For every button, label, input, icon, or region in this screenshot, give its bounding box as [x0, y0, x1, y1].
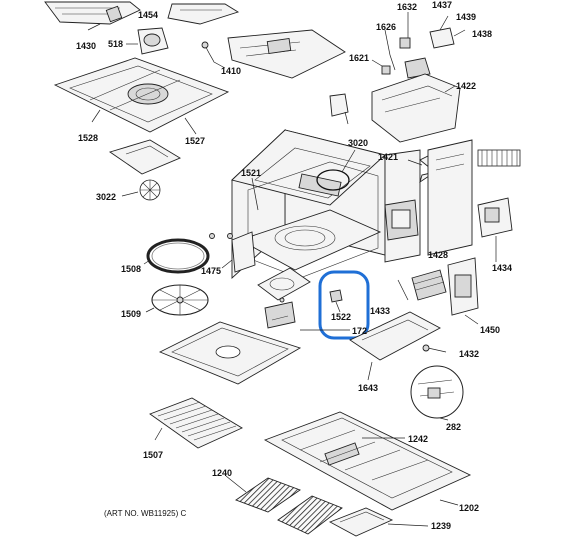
- part-group-top-left: [44, 1, 240, 69]
- callout-1239: 1239: [431, 521, 451, 531]
- callout-1240: 1240: [212, 468, 232, 478]
- callout-1522: 1522: [331, 312, 351, 322]
- callout-3020: 3020: [348, 138, 368, 148]
- callout-1433: 1433: [370, 306, 390, 316]
- part-top-vent-panel: [227, 29, 346, 79]
- part-plate-small: [108, 139, 181, 175]
- part-bracket-1450: [447, 257, 479, 325]
- part-outer-case-top: [53, 57, 230, 135]
- callout-1527: 1527: [185, 136, 205, 146]
- callout-282: 282: [446, 422, 461, 432]
- part-oven-rack: [149, 397, 243, 449]
- callout-labels: 1454 1430 518 1410 1632 1437 1439 1438 1…: [76, 0, 512, 531]
- callout-1432: 1432: [459, 349, 479, 359]
- callout-1621: 1621: [349, 53, 369, 63]
- callout-1643: 1643: [358, 383, 378, 393]
- callout-518: 518: [108, 39, 123, 49]
- callout-1410: 1410: [221, 66, 241, 76]
- part-door-switch: [477, 197, 513, 262]
- part-turntable-motor: [257, 267, 311, 329]
- part-1522: [329, 289, 343, 313]
- part-side-panel-1475: [221, 231, 256, 273]
- part-stirrer-fan: [121, 179, 161, 201]
- part-group-top-right: [329, 12, 521, 167]
- callout-1439: 1439: [456, 12, 476, 22]
- callout-1434: 1434: [492, 263, 512, 273]
- callout-172: 172: [352, 326, 367, 336]
- callout-1521: 1521: [241, 168, 261, 178]
- callout-1422: 1422: [456, 81, 476, 91]
- callout-1428: 1428: [428, 250, 448, 260]
- callout-1437: 1437: [432, 0, 452, 10]
- part-turntable-ring: [143, 238, 210, 274]
- callout-1430: 1430: [76, 41, 96, 51]
- art-number: (ART NO. WB11925) C: [104, 509, 186, 518]
- callout-1438: 1438: [472, 29, 492, 39]
- part-base-pan: [349, 311, 447, 381]
- callout-1450: 1450: [480, 325, 500, 335]
- callout-1507: 1507: [143, 450, 163, 460]
- callout-1242: 1242: [408, 434, 428, 444]
- highlight-ellipse-3020: [316, 169, 350, 191]
- part-grease-filters: [225, 475, 343, 535]
- callout-3022: 3022: [96, 192, 116, 202]
- callout-1454: 1454: [138, 10, 158, 20]
- callout-1632: 1632: [397, 2, 417, 12]
- part-charcoal-filter: [328, 507, 429, 537]
- part-transformer: [397, 269, 447, 301]
- part-grille-top-right: [477, 149, 521, 167]
- callout-1202: 1202: [459, 503, 479, 513]
- part-glass-tray: [158, 321, 302, 385]
- highlight-box-1522: [318, 270, 370, 340]
- callout-1421: 1421: [378, 152, 398, 162]
- callout-1626: 1626: [376, 22, 396, 32]
- part-bottom-plate: [263, 411, 472, 511]
- callout-1475: 1475: [201, 266, 221, 276]
- part-turntable-support: [145, 284, 209, 316]
- callout-1509: 1509: [121, 309, 141, 319]
- callout-1528: 1528: [78, 133, 98, 143]
- callout-1508: 1508: [121, 264, 141, 274]
- part-detail-282: [410, 365, 464, 421]
